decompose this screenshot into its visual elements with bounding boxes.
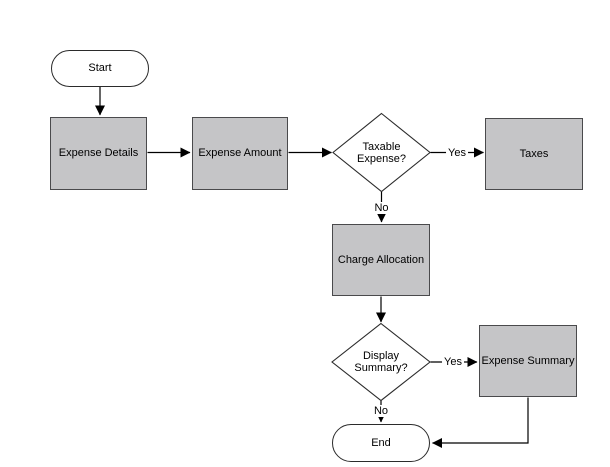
node-taxes-label: Taxes: [519, 147, 549, 160]
arrow-expense-summary-to-end: [431, 397, 529, 449]
edge-label-taxable-no: No: [372, 202, 391, 214]
node-end-label: End: [371, 436, 391, 449]
node-expense-summary: Expense Summary: [479, 325, 577, 397]
decision-taxable-expense-shape: [332, 112, 431, 193]
node-taxes: Taxes: [485, 118, 583, 190]
edge-label-taxable-yes: Yes: [446, 146, 468, 159]
decision-display-summary-shape: [331, 322, 431, 402]
node-end: End: [332, 424, 430, 462]
node-expense-details-label: Expense Details: [58, 147, 139, 159]
node-charge-allocation: Charge Allocation: [332, 224, 430, 296]
edge-label-display-no: No: [371, 405, 391, 417]
node-charge-allocation-label: Charge Allocation: [337, 253, 425, 266]
node-start-label: Start: [88, 62, 112, 74]
node-expense-amount-label: Expense Amount: [198, 147, 282, 159]
node-start: Start: [51, 50, 149, 87]
edge-label-display-yes: Yes: [442, 356, 464, 368]
node-expense-details: Expense Details: [50, 117, 147, 190]
node-expense-summary-label: Expense Summary: [481, 354, 575, 367]
node-expense-amount: Expense Amount: [192, 117, 288, 190]
